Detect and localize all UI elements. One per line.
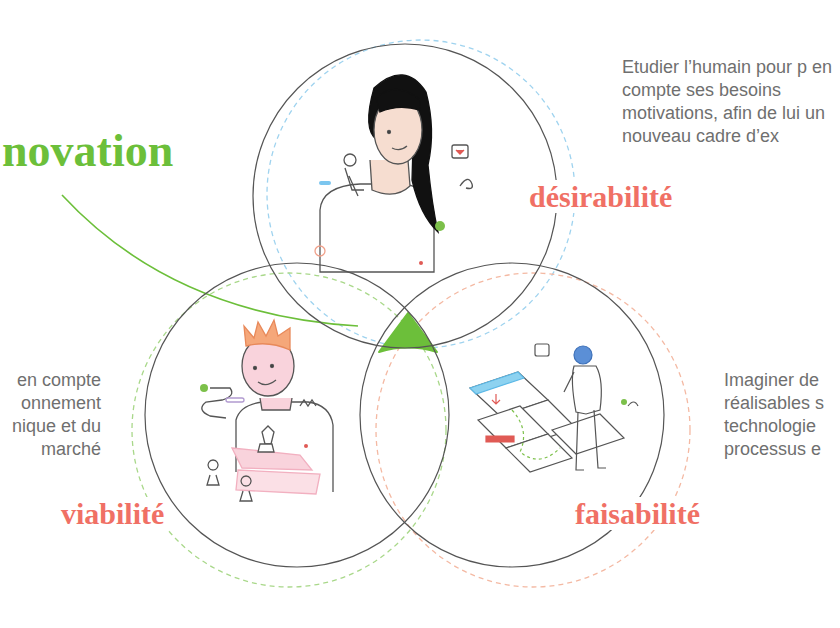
map-figure — [470, 344, 638, 472]
description-text: en compte onnement nique et du marché — [0, 369, 101, 461]
man-figure — [200, 320, 333, 501]
venn-circle: faisabilité — [359, 262, 665, 568]
description-text: Etudier l’humain pour p en compte ses be… — [622, 56, 838, 148]
pillar-keyword: viabilité — [58, 497, 167, 530]
pillar-keyword: désirabilité — [526, 180, 675, 213]
dashed-circle — [376, 273, 690, 587]
leader-line — [62, 195, 358, 326]
dashed-circle — [132, 273, 446, 587]
circle-outline — [252, 43, 558, 349]
innovation-title: novation — [2, 128, 173, 174]
pillar-keyword: faisabilité — [572, 497, 703, 530]
description-text: Imaginer de réalisables s technologie pr… — [724, 369, 838, 461]
woman-figure — [315, 75, 472, 272]
venn-circle: désirabilité — [252, 43, 558, 349]
